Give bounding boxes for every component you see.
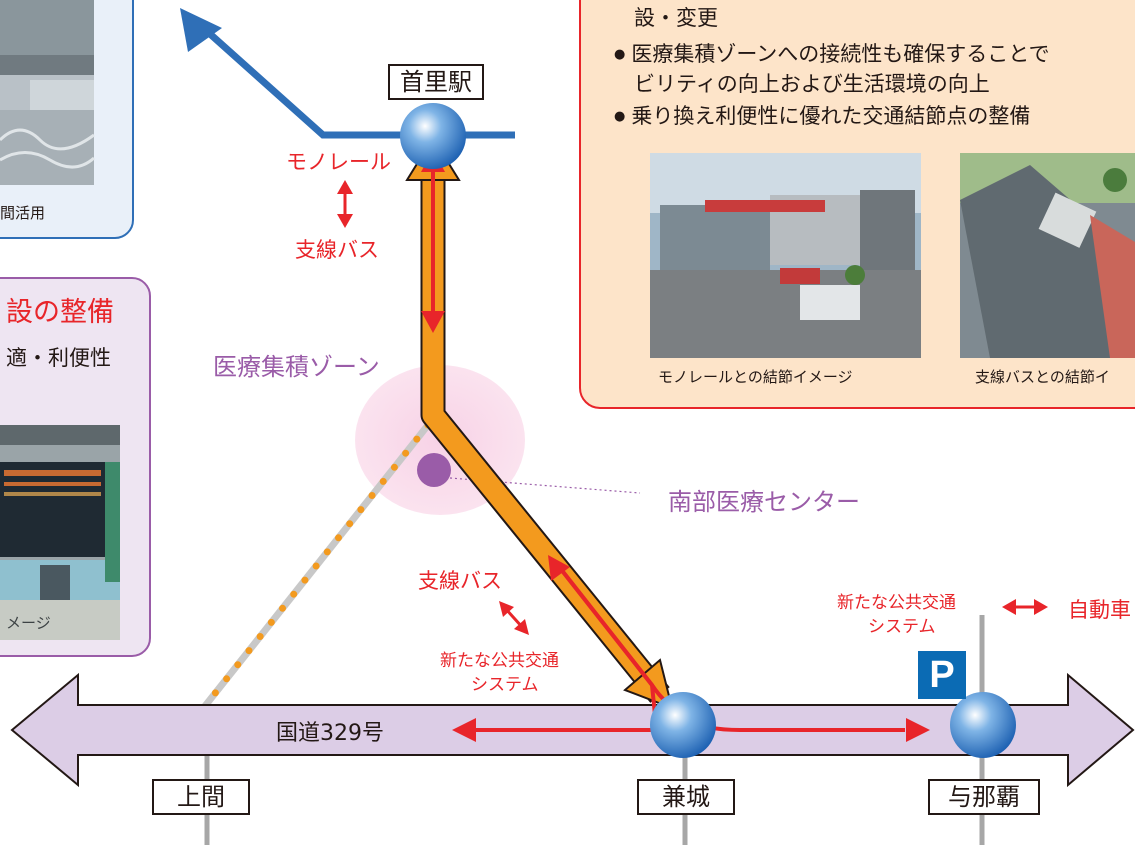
label-new-transit-right-2: システム — [868, 617, 936, 637]
double-arrow-transit-car — [1002, 599, 1048, 615]
medical-zone-label: 医療集積ゾーン — [213, 353, 380, 381]
photo-branch-bus-caption: 支線バスとの結節イ — [975, 368, 1110, 386]
double-arrow-bus-transit — [499, 601, 529, 635]
photo-branch-bus — [960, 153, 1135, 358]
station-ball-kanegusuku — [650, 692, 716, 758]
right-panel-bullet-1: 医療集積ゾーンへの接続性も確保することで — [614, 38, 1050, 68]
bullet-text-1: 医療集積ゾーンへの接続性も確保することで — [631, 42, 1050, 66]
station-ball-shuri — [400, 103, 466, 169]
label-new-transit-right-1: 新たな公共交通 — [837, 593, 956, 613]
parking-sign — [918, 651, 966, 699]
double-arrow-monorail-bus — [337, 180, 353, 228]
station-label-yonabaru: 与那覇 — [928, 779, 1040, 815]
left-panel-title: 設の整備 — [6, 297, 114, 328]
photo-monorail — [650, 153, 921, 358]
hospital-marker — [417, 453, 451, 487]
road-label: 国道329号 — [276, 721, 384, 746]
label-branch-bus-mid: 支線バス — [418, 569, 502, 593]
label-branch-bus-top: 支線バス — [295, 238, 379, 262]
label-new-transit-mid-2: システム — [471, 675, 539, 695]
hospital-label: 南部医療センター — [668, 488, 860, 516]
top-left-photo-caption: 間活用 — [0, 204, 46, 222]
right-panel-bullet-0: 設・変更 — [634, 6, 718, 30]
station-label-kanegusuku: 兼城 — [637, 779, 735, 815]
top-left-photo — [0, 0, 95, 185]
bullet-text-3: 乗り換え利便性に優れた交通結節点の整備 — [631, 104, 1031, 128]
station-label-shuri: 首里駅 — [388, 64, 484, 100]
monorail-arrowhead — [180, 8, 222, 52]
photo-monorail-caption: モノレールとの結節イメージ — [658, 368, 853, 386]
right-panel-bullet-3: 乗り換え利便性に優れた交通結節点の整備 — [614, 100, 1030, 130]
label-monorail: モノレール — [286, 150, 391, 174]
parking-letter: P — [929, 654, 955, 696]
right-panel-bullet-2: ビリティの向上および生活環境の向上 — [634, 72, 990, 96]
station-ball-yonabaru — [950, 692, 1016, 758]
label-new-transit-mid-1: 新たな公共交通 — [440, 651, 559, 671]
left-panel-photo — [0, 425, 120, 640]
label-car: 自動車 — [1068, 598, 1131, 622]
left-panel-subtitle: 適・利便性 — [6, 346, 111, 370]
station-label-uema: 上間 — [152, 779, 250, 815]
left-panel-photo-caption: メージ — [6, 614, 51, 632]
